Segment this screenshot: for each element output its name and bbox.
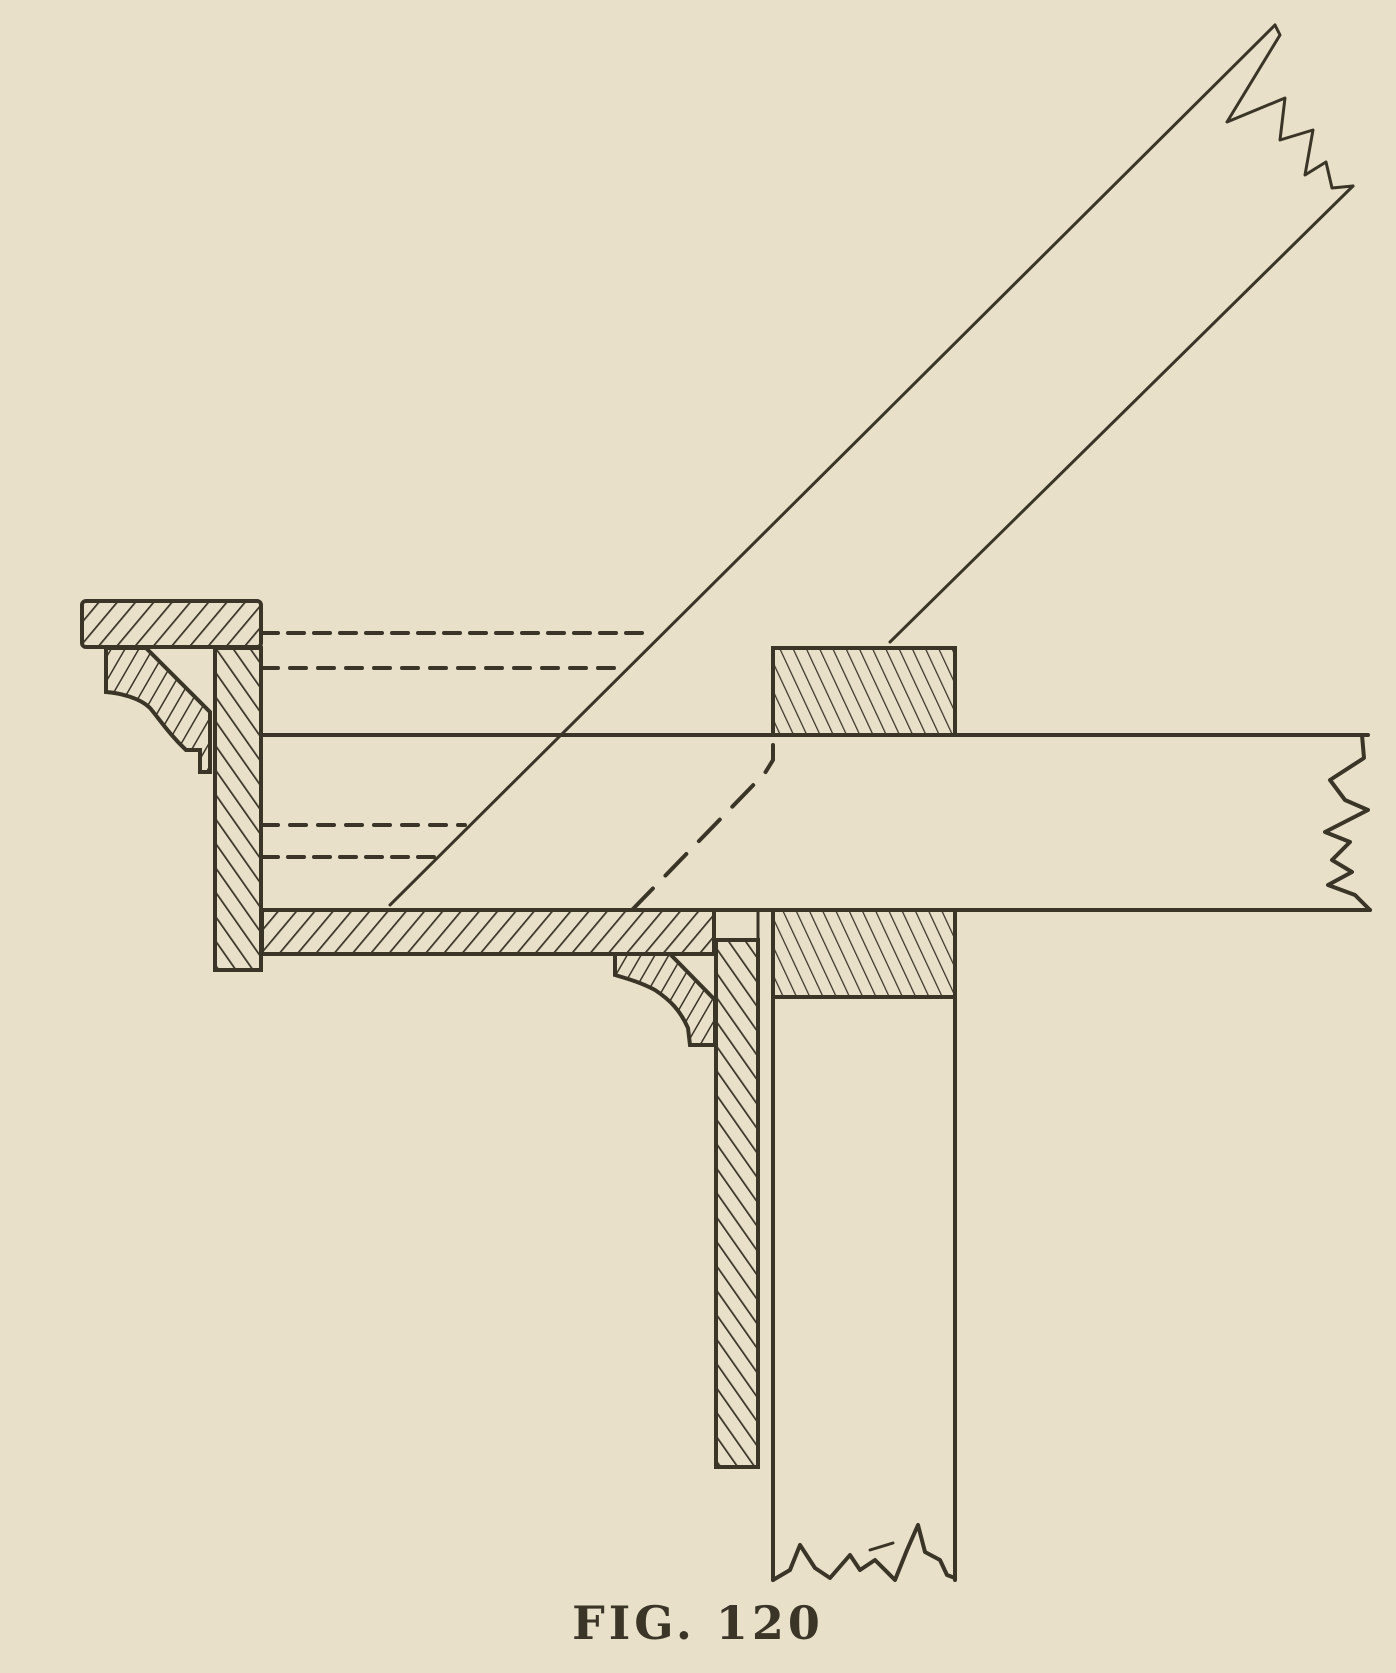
figure-caption: FIG. 120 <box>572 1596 824 1650</box>
rafter-hidden-edge <box>630 743 775 912</box>
projection-lines <box>260 631 650 859</box>
wall-stud <box>771 995 957 1582</box>
crown-molding <box>104 646 212 774</box>
wall-plate <box>771 908 957 999</box>
top-plate <box>771 646 957 737</box>
fascia-board <box>213 646 263 972</box>
rafter <box>388 23 1355 907</box>
bed-molding <box>613 952 717 1047</box>
frieze-board <box>714 938 760 1469</box>
crown-board <box>80 599 263 649</box>
soffit-gap <box>712 908 760 942</box>
soffit-board <box>260 908 716 956</box>
ceiling-joist <box>260 733 1372 912</box>
